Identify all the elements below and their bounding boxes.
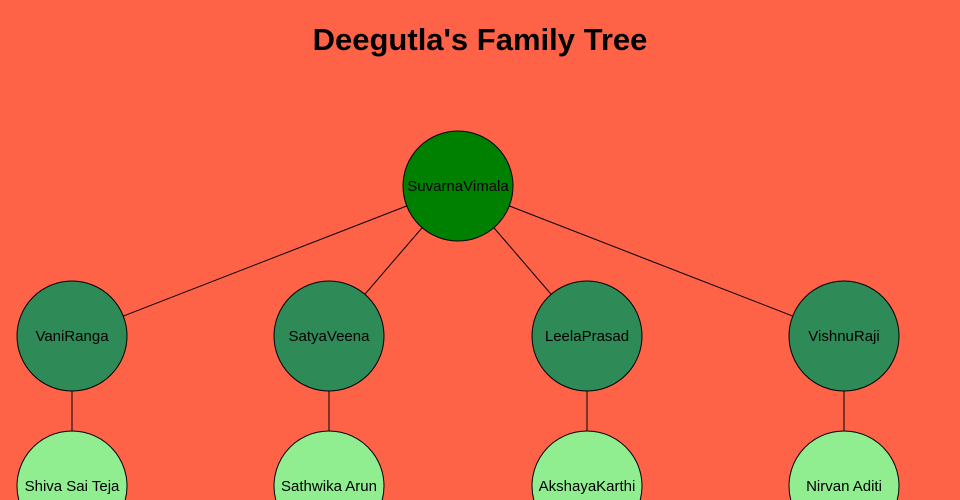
node-circle [402,130,514,242]
node-label: VaniRanga [35,328,109,345]
tree-node-gen2-2: LeelaPrasad [531,280,643,392]
node-circle [274,431,385,500]
tree-node-gen2-3: VishnuRaji [788,280,900,392]
node-circle [17,431,128,500]
node-label: LeelaPrasad [545,328,629,345]
node-label: SatyaVeena [289,328,371,345]
node-circle [788,280,900,392]
node-label: Nirvan Aditi [806,478,882,495]
tree-node-gen2-0: VaniRanga [16,280,128,392]
tree-node-gen3-2-0: AkshayaKarthi [531,430,643,500]
tree-link [71,185,459,337]
tree-node-gen2-1: SatyaVeena [273,280,385,392]
node-circle [531,280,643,392]
node-circle [532,431,642,500]
node-circle [16,280,128,392]
node-outline [531,430,643,500]
node-circle [273,280,385,392]
node-label: VishnuRaji [808,328,879,345]
node-outline [273,430,385,500]
tree-node-gen3-1-0: Sathwika Arun [273,430,385,500]
node-circle [789,431,899,500]
node-outline [16,430,128,500]
node-label: Shiva Sai Teja [25,478,120,495]
node-label: AkshayaKarthi [539,478,636,495]
tree-node-gen3-0-0: Shiva Sai Teja [16,430,128,500]
tree-link [457,185,845,337]
diagram-title: Deegutla's Family Tree [312,22,648,57]
node-label: Sathwika Arun [281,478,377,495]
tree-node-root: SuvarnaVimala [402,130,514,242]
tree-node-gen3-3-0: Nirvan Aditi [788,430,900,500]
node-outline [788,430,900,500]
node-label: SuvarnaVimala [407,178,509,195]
